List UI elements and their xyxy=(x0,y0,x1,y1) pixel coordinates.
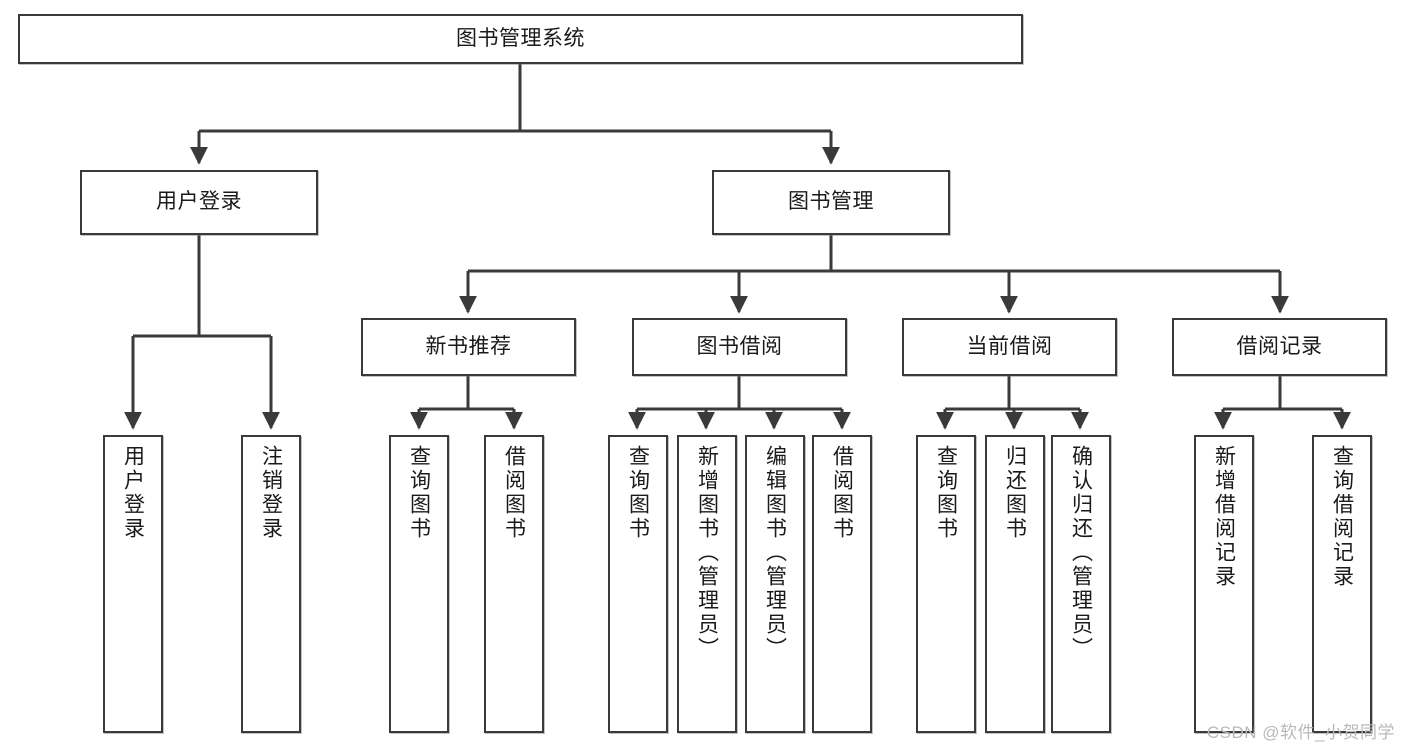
node-borrow-record[interactable]: 借阅记录 xyxy=(1172,318,1387,376)
leaf-logout-label: 注销登录 xyxy=(259,445,283,541)
node-book-borrow-label: 图书借阅 xyxy=(696,334,783,358)
leaf-add-book-admin[interactable]: 新增图书（管理员） xyxy=(677,435,737,733)
leaf-query-book-recommend[interactable]: 查询图书 xyxy=(389,435,449,733)
leaf-add-borrow-record-label: 新增借阅记录 xyxy=(1212,445,1236,589)
leaf-query-book-borrow-label: 查询图书 xyxy=(626,445,650,541)
leaf-edit-book-admin[interactable]: 编辑图书（管理员） xyxy=(745,435,805,733)
leaf-borrow-book-label: 借阅图书 xyxy=(830,445,854,541)
leaf-user-login[interactable]: 用户登录 xyxy=(103,435,163,733)
leaf-query-borrow-record[interactable]: 查询借阅记录 xyxy=(1312,435,1372,733)
node-user-login[interactable]: 用户登录 xyxy=(80,170,318,235)
leaf-borrow-book-recommend[interactable]: 借阅图书 xyxy=(484,435,544,733)
leaf-user-login-label: 用户登录 xyxy=(121,445,145,541)
leaf-return-book-label: 归还图书 xyxy=(1003,445,1027,541)
leaf-edit-book-admin-label: 编辑图书（管理员） xyxy=(763,445,787,661)
leaf-query-book-current-label: 查询图书 xyxy=(934,445,958,541)
leaf-query-book-recommend-label: 查询图书 xyxy=(407,445,431,541)
node-current-borrow-label: 当前借阅 xyxy=(966,334,1053,358)
node-borrow-record-label: 借阅记录 xyxy=(1236,334,1323,358)
leaf-return-book[interactable]: 归还图书 xyxy=(985,435,1045,733)
node-new-book-recommend[interactable]: 新书推荐 xyxy=(361,318,576,376)
node-current-borrow[interactable]: 当前借阅 xyxy=(902,318,1117,376)
leaf-add-borrow-record[interactable]: 新增借阅记录 xyxy=(1194,435,1254,733)
leaf-logout[interactable]: 注销登录 xyxy=(241,435,301,733)
node-new-book-recommend-label: 新书推荐 xyxy=(425,334,512,358)
node-book-management[interactable]: 图书管理 xyxy=(712,170,950,235)
node-book-management-label: 图书管理 xyxy=(788,190,874,214)
node-user-login-label: 用户登录 xyxy=(156,190,242,214)
leaf-borrow-book-recommend-label: 借阅图书 xyxy=(502,445,526,541)
leaf-add-book-admin-label: 新增图书（管理员） xyxy=(695,445,719,661)
leaf-confirm-return-admin[interactable]: 确认归还（管理员） xyxy=(1051,435,1111,733)
node-book-borrow[interactable]: 图书借阅 xyxy=(632,318,847,376)
leaf-query-book-borrow[interactable]: 查询图书 xyxy=(608,435,668,733)
leaf-confirm-return-admin-label: 确认归还（管理员） xyxy=(1069,445,1093,661)
leaf-borrow-book[interactable]: 借阅图书 xyxy=(812,435,872,733)
leaf-query-borrow-record-label: 查询借阅记录 xyxy=(1330,445,1354,589)
node-root-label: 图书管理系统 xyxy=(456,26,585,50)
node-root[interactable]: 图书管理系统 xyxy=(18,14,1023,64)
leaf-query-book-current[interactable]: 查询图书 xyxy=(916,435,976,733)
csdn-watermark: CSDN @软件_小贺同学 xyxy=(1206,723,1395,742)
